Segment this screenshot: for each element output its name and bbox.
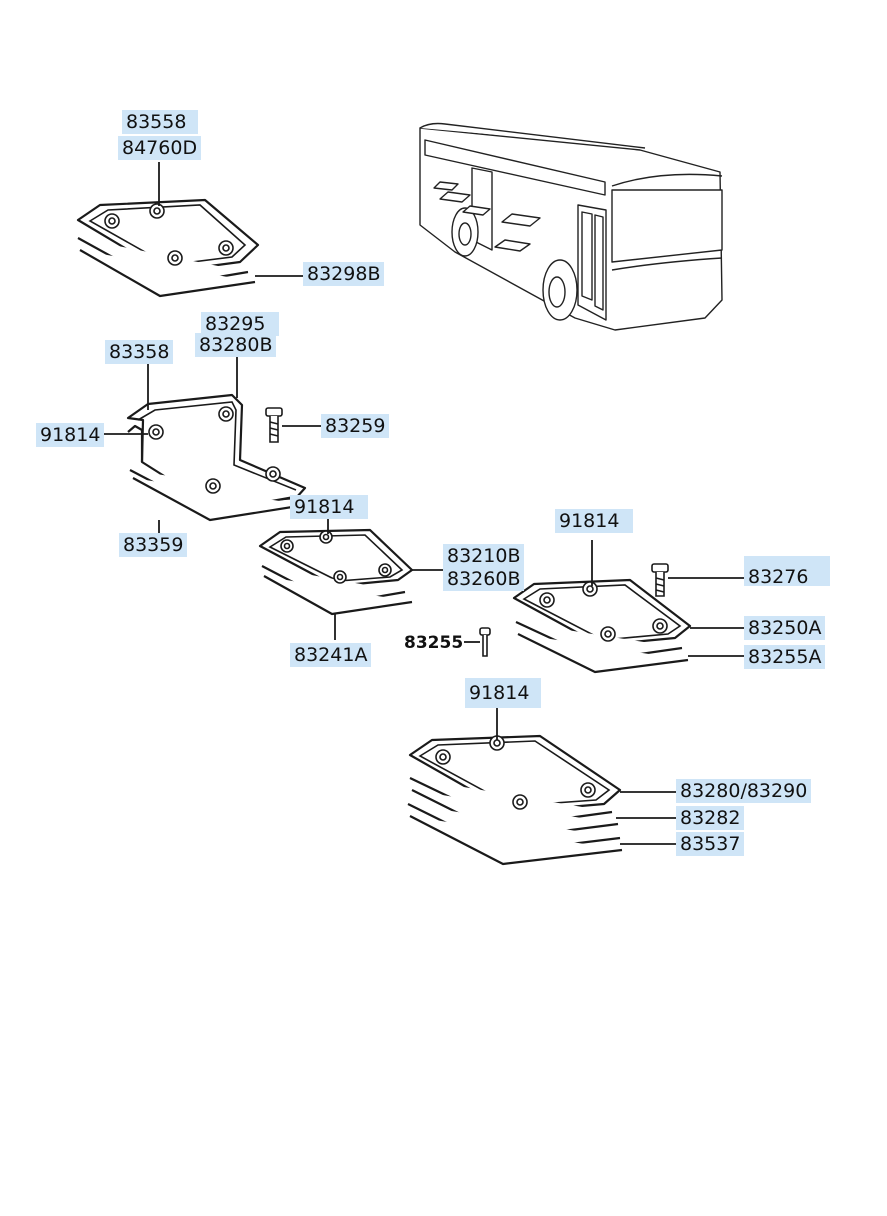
bus-illustration [419, 122, 723, 331]
label-91814-bracket[interactable]: 91814 [36, 423, 105, 447]
label-91814-panel3[interactable]: 91814 [290, 495, 368, 519]
panel-83558[interactable] [76, 198, 260, 298]
bolt-83276[interactable] [651, 563, 669, 597]
panel-83280[interactable] [407, 734, 623, 866]
label-84760D[interactable]: 84760D [118, 136, 202, 160]
label-91814-panel4[interactable]: 91814 [555, 509, 633, 533]
label-83358[interactable]: 83358 [105, 340, 174, 364]
bracket-83295[interactable] [126, 393, 307, 522]
bolt-83259[interactable] [265, 407, 283, 443]
label-91814-panel5[interactable]: 91814 [465, 678, 541, 708]
label-83280B[interactable]: 83280B [195, 333, 277, 357]
screw-83255[interactable] [479, 627, 491, 657]
label-83558[interactable]: 83558 [122, 110, 198, 134]
panel-83250A[interactable] [512, 578, 692, 674]
label-83280-83290[interactable]: 83280/83290 [676, 779, 812, 803]
label-83298B[interactable]: 83298B [303, 262, 385, 286]
label-83255[interactable]: 83255 [404, 633, 464, 653]
label-83295[interactable]: 83295 [201, 312, 279, 336]
label-83276[interactable]: 83276 [744, 556, 830, 588]
label-83260B[interactable]: 83260B [443, 567, 525, 591]
label-83359[interactable]: 83359 [119, 533, 188, 557]
label-83210B[interactable]: 83210B [443, 544, 525, 568]
label-83255A[interactable]: 83255A [744, 645, 826, 669]
label-83282[interactable]: 83282 [676, 806, 745, 830]
label-83241A[interactable]: 83241A [290, 643, 372, 667]
label-83250A[interactable]: 83250A [744, 616, 826, 640]
panel-83210B[interactable] [258, 528, 414, 616]
label-83537[interactable]: 83537 [676, 832, 745, 856]
label-83259[interactable]: 83259 [321, 414, 390, 438]
